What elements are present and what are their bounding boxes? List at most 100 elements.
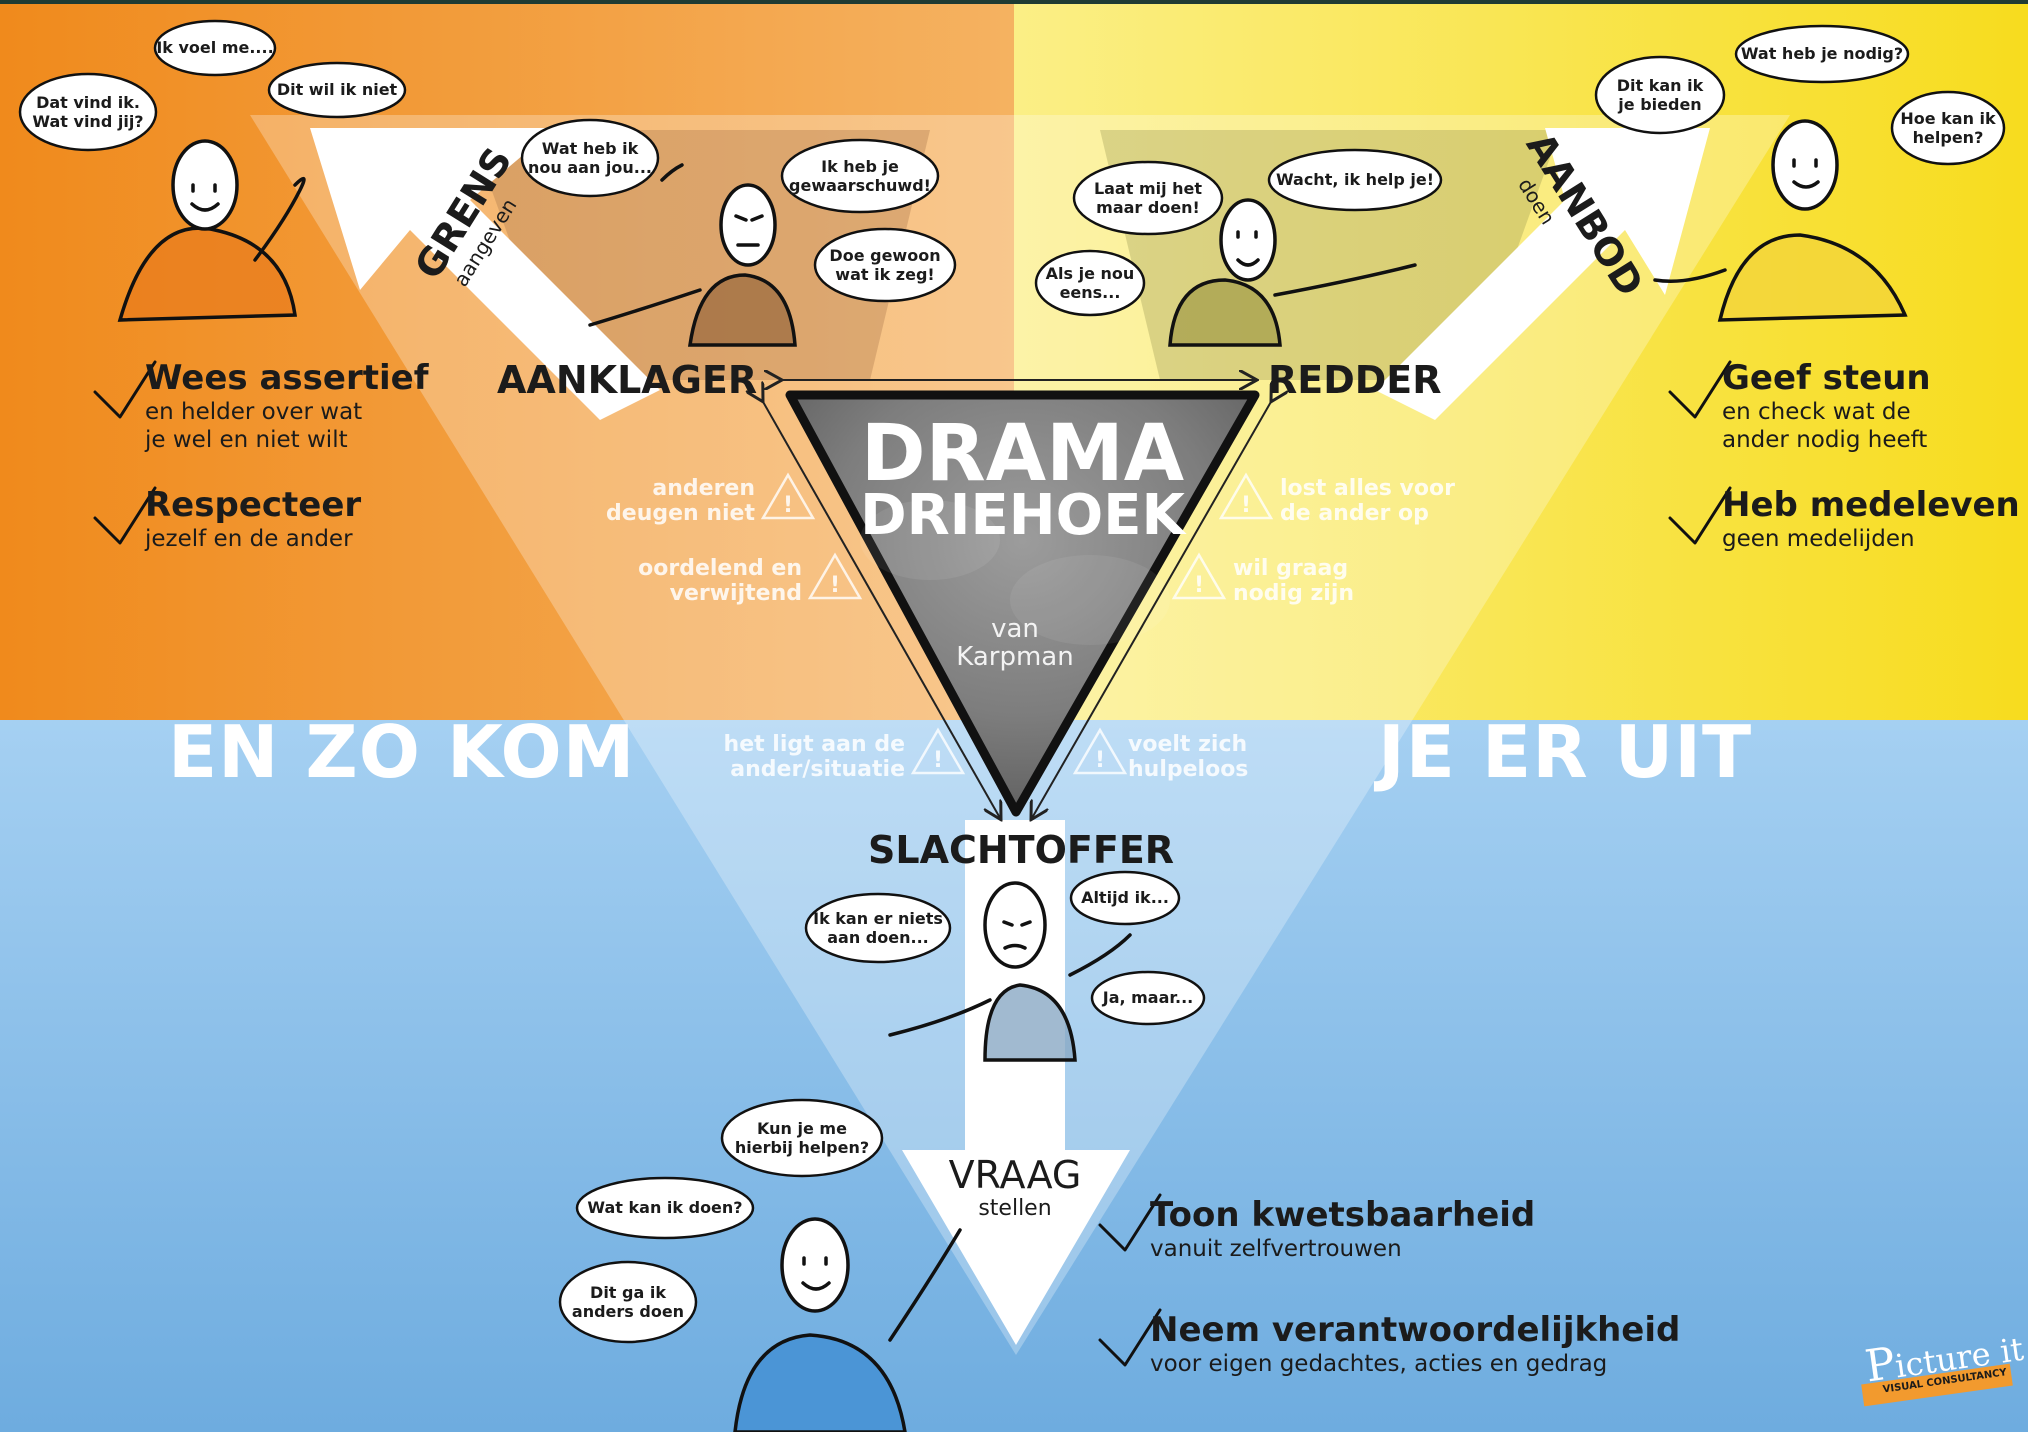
bubble-text: Wacht, ik help je! <box>1275 170 1435 189</box>
speech-bubble <box>1069 870 1181 926</box>
figure-redder <box>1168 198 1417 347</box>
figure-vraag <box>733 1217 962 1432</box>
vraag-arrow <box>902 820 1130 1345</box>
bubble-text: Ja, maar... <box>1102 988 1194 1007</box>
svg-text:!: ! <box>933 748 943 773</box>
bubble-text: Wat heb ik nou aan jou... <box>528 139 652 177</box>
banner-left: EN ZO KOM <box>168 710 636 794</box>
speech-bubble <box>267 61 407 119</box>
svg-text:!: ! <box>1095 748 1105 773</box>
arrow-redder-slachtoffer <box>1032 400 1272 818</box>
speech-bubble <box>804 892 952 964</box>
speech-bubble <box>1090 970 1206 1026</box>
svg-text:!: ! <box>1241 493 1251 518</box>
speech-bubble <box>1034 249 1146 317</box>
warning-icon <box>910 727 966 775</box>
tip-subtitle: geen medelijden <box>1722 526 1915 552</box>
exit-vraag-main: VRAAG <box>948 1153 1082 1197</box>
logo-mark <box>1861 1363 2013 1407</box>
title-driehoek: DRIEHOEK <box>860 483 1185 548</box>
speech-bubble <box>1734 24 1910 84</box>
warning-icon <box>807 552 863 600</box>
svg-text:!: ! <box>1194 573 1204 598</box>
role-redder: REDDER <box>1268 358 1442 402</box>
arrow-aanklager-slachtoffer <box>762 400 1000 818</box>
speech-bubble <box>558 1260 698 1344</box>
exit-vraag-sub: stellen <box>978 1196 1052 1221</box>
speech-bubble <box>720 1098 884 1178</box>
check-icon <box>1098 1308 1162 1367</box>
bubble-text: Altijd ik... <box>1081 888 1169 907</box>
tip-subtitle: vanuit zelfvertrouwen <box>1150 1236 1402 1262</box>
speech-bubble <box>18 72 158 152</box>
bubble-text: Dit ga ik anders doen <box>571 1283 685 1321</box>
check-icon <box>1098 1193 1162 1252</box>
tip-subtitle: en check wat de ander nodig heeft <box>1722 399 1928 453</box>
figure-slachtoffer <box>888 881 1132 1062</box>
tip-respecteer: Respecteer jezelf en de ander <box>145 485 361 553</box>
tip-verantwoordelijkheid: Neem verantwoordelijkheid voor eigen ged… <box>1150 1310 1680 1378</box>
banner-right: JE ER UIT <box>1378 710 1753 794</box>
warning-text: oordelend en verwijtend <box>638 556 802 606</box>
svg-text:!: ! <box>783 493 793 518</box>
bubble-text: Als je nou eens... <box>1045 264 1135 302</box>
warning-text: anderen deugen niet <box>606 476 755 526</box>
speech-bubble <box>1267 148 1443 212</box>
bubble-text: Doe gewoon wat ik zeg! <box>829 246 941 284</box>
aanbod-arrow <box>1375 128 1710 420</box>
tip-title: Neem verantwoordelijkheid <box>1150 1310 1681 1350</box>
grens-arrow <box>310 128 660 420</box>
check-icon <box>1668 360 1732 419</box>
tip-geef-steun: Geef steun en check wat de ander nodig h… <box>1722 358 1931 454</box>
bubble-text: Hoe kan ik helpen? <box>1900 109 1996 147</box>
warning-text: lost alles voor de ander op <box>1280 476 1455 526</box>
svg-text:!: ! <box>830 573 840 598</box>
bubble-text: Ik voel me.... <box>156 38 274 57</box>
title-drama: DRAMA <box>860 409 1185 499</box>
role-aanklager: AANKLAGER <box>497 358 758 402</box>
role-slachtoffer: SLACHTOFFER <box>868 828 1175 872</box>
speech-bubble <box>520 118 660 198</box>
tip-subtitle: en helder over wat je wel en niet wilt <box>145 399 363 453</box>
tip-title: Wees assertief <box>145 358 429 398</box>
tip-assertief: Wees assertief en helder over wat je wel… <box>145 358 429 454</box>
tip-medeleven: Heb medeleven geen medelijden <box>1722 485 2020 553</box>
speech-bubble <box>780 138 940 214</box>
warning-icon <box>760 472 816 520</box>
speech-bubble <box>1594 55 1726 135</box>
speech-bubble <box>1072 160 1224 236</box>
check-icon <box>93 486 157 545</box>
figure-aanbod <box>1653 119 1908 322</box>
bubble-text: Wat heb je nodig? <box>1740 44 1904 63</box>
warning-icon <box>1218 472 1274 520</box>
tip-subtitle: jezelf en de ander <box>145 526 353 552</box>
warning-text: het ligt aan de ander/situatie <box>723 732 905 782</box>
warning-icon <box>1072 727 1128 775</box>
warning-text: wil graag nodig zijn <box>1233 556 1355 606</box>
tip-title: Respecteer <box>145 485 362 525</box>
tip-title: Heb medeleven <box>1722 485 2020 525</box>
title-subtitle: van Karpman <box>956 614 1074 672</box>
speech-bubble <box>153 19 277 77</box>
figure-grens <box>117 139 306 322</box>
bubble-text: Dat vind ik. Wat vind jij? <box>32 93 144 131</box>
check-icon <box>1668 486 1732 545</box>
tip-title: Geef steun <box>1722 358 1931 398</box>
speech-bubble <box>1890 90 2006 166</box>
warning-icon <box>1171 552 1227 600</box>
bubble-text: Wat kan ik doen? <box>587 1198 743 1217</box>
tip-title: Toon kwetsbaarheid <box>1150 1195 1536 1235</box>
bubble-text: Laat mij het maar doen! <box>1093 179 1203 217</box>
bubble-text: Kun je me hierbij helpen? <box>734 1119 870 1157</box>
bubble-text: Ik kan er niets aan doen... <box>813 909 943 947</box>
figure-aanklager <box>588 163 797 347</box>
warning-text: voelt zich hulpeloos <box>1128 732 1249 782</box>
bubble-text: Ik heb je gewaarschuwd! <box>789 157 931 195</box>
check-icon <box>93 360 157 419</box>
speech-bubble <box>575 1176 755 1240</box>
speech-bubble <box>813 227 957 303</box>
tip-kwetsbaarheid: Toon kwetsbaarheid vanuit zelfvertrouwen <box>1150 1195 1535 1263</box>
bubble-text: Dit kan ik je bieden <box>1616 76 1704 114</box>
